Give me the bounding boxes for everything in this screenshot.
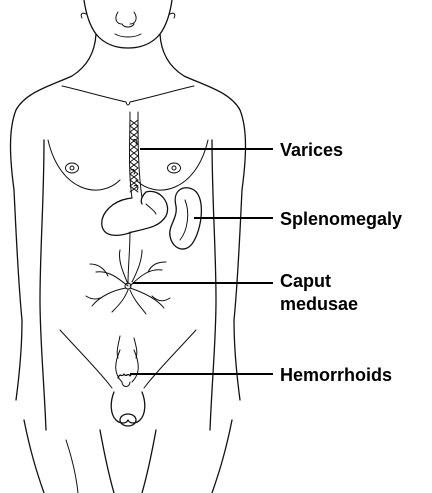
leader-lines — [130, 149, 273, 374]
label-splenomegaly: Splenomegaly — [280, 209, 402, 230]
label-hemorrhoids: Hemorrhoids — [280, 365, 392, 386]
nipples — [66, 163, 181, 173]
label-varices: Varices — [280, 140, 343, 161]
esophagus — [130, 112, 143, 198]
caput-medusae — [86, 232, 170, 314]
label-caput-medusae-line2: medusae — [280, 294, 358, 315]
stomach — [102, 191, 168, 235]
label-caput-medusae-line1: Caput — [280, 271, 331, 292]
torso-outline — [11, 34, 246, 430]
lower-body — [24, 330, 232, 493]
